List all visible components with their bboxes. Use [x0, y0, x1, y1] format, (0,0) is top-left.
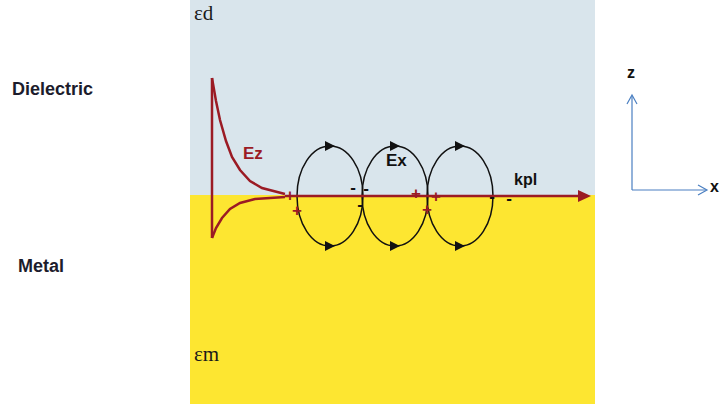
charge-sign: -: [506, 190, 512, 209]
loop-arrowhead: [455, 141, 465, 151]
z-axis: [631, 96, 632, 190]
wave-vector-arrowhead: [578, 190, 591, 202]
field-label: Ex: [386, 152, 407, 171]
charge-sign: +: [422, 201, 432, 220]
dielectric-region: [190, 0, 595, 195]
loop-arrowhead: [325, 241, 335, 251]
axis-arrowhead: [627, 95, 637, 104]
field-label: Ez: [243, 145, 263, 164]
charge-sign: -: [489, 188, 495, 207]
axis-label: z: [627, 64, 635, 82]
charge-sign: -: [350, 179, 356, 198]
region-name: Dielectric: [12, 80, 93, 100]
wave-vector-label: kpl: [514, 171, 537, 189]
axis-label: x: [710, 178, 719, 196]
charge-sign: -: [363, 180, 369, 199]
axis-arrowhead: [698, 185, 707, 195]
charge-sign: +: [431, 188, 441, 207]
field-axis: [211, 78, 214, 238]
metal-region: [190, 195, 595, 404]
material-permittivity: εd: [194, 2, 213, 25]
material-permittivity: εm: [194, 343, 219, 366]
metal-band: εm: [190, 195, 595, 404]
decay-curve: [212, 197, 285, 238]
x-axis: [632, 189, 706, 190]
decay-curve: [212, 78, 285, 194]
loop-arrowhead: [390, 241, 400, 251]
loop-arrowhead: [325, 141, 335, 151]
loop-arrowhead: [390, 141, 400, 151]
charge-sign: -: [357, 196, 363, 215]
loop-arrowhead: [455, 241, 465, 251]
charge-sign: +: [411, 185, 421, 204]
region-name: Metal: [18, 257, 64, 277]
charge-sign: +: [292, 202, 302, 221]
